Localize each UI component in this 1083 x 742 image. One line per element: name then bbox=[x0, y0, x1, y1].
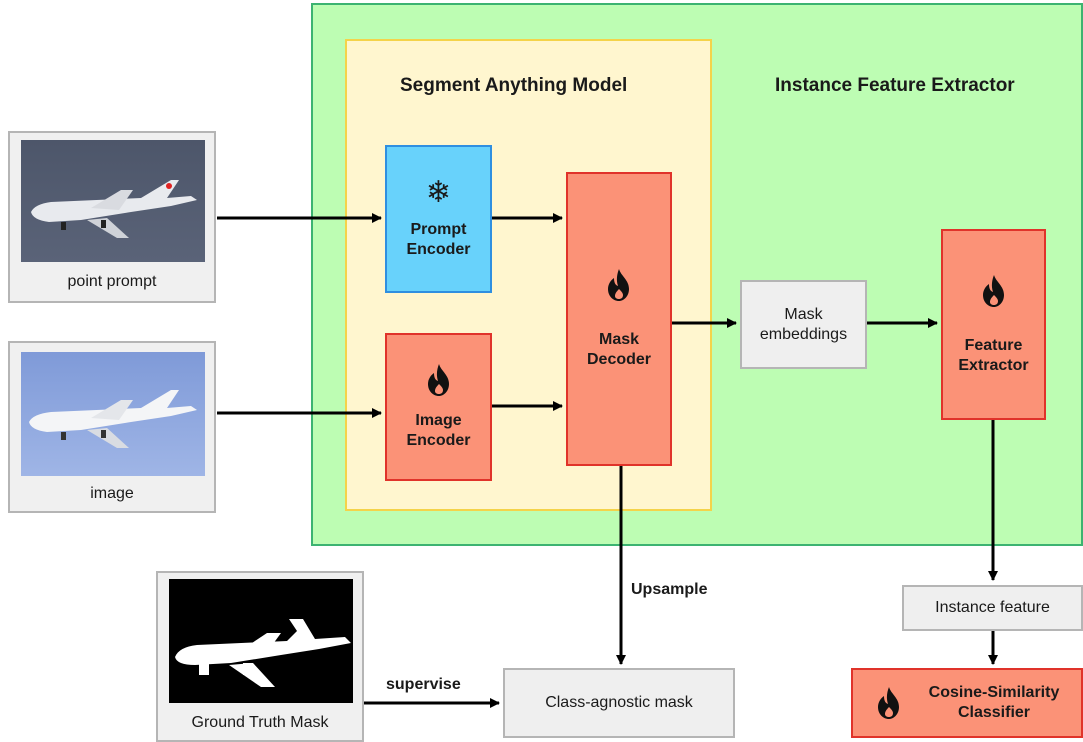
ground-truth-mask-label: Ground Truth Mask bbox=[191, 714, 329, 731]
point-prompt-card: point prompt bbox=[8, 131, 216, 303]
cosine-similarity-classifier-box: Cosine-Similarity Classifier bbox=[851, 668, 1083, 738]
fire-icon bbox=[605, 268, 633, 302]
cosine-classifier-line1: Cosine-Similarity bbox=[928, 684, 1060, 701]
upsample-label: Upsample bbox=[631, 581, 708, 598]
cosine-classifier-line2: Classifier bbox=[957, 704, 1031, 721]
image-encoder-box: Image Encoder bbox=[385, 333, 492, 481]
mask-embeddings-box: Mask embeddings bbox=[740, 280, 867, 369]
fire-icon bbox=[980, 274, 1008, 308]
fire-icon bbox=[425, 363, 453, 397]
airplane-silhouette-icon bbox=[175, 619, 351, 687]
feature-extractor-line2: Extractor bbox=[958, 356, 1029, 374]
feature-extractor-line1: Feature bbox=[964, 336, 1023, 354]
mask-decoder-line1: Mask bbox=[598, 331, 640, 348]
ground-truth-mask-card: Ground Truth Mask bbox=[156, 571, 364, 742]
cosine-similarity-classifier-text: Cosine-Similarity Classifier bbox=[929, 683, 1060, 723]
point-prompt-photo bbox=[21, 140, 205, 262]
snowflake-icon: ❄ bbox=[425, 176, 452, 209]
image-label: image bbox=[90, 485, 134, 502]
ground-truth-mask-photo bbox=[169, 579, 353, 703]
instance-feature-extractor-title: Instance Feature Extractor bbox=[775, 75, 1015, 96]
feature-extractor-box: Feature Extractor bbox=[941, 229, 1046, 420]
mask-embeddings-line2: embeddings bbox=[759, 325, 848, 343]
image-photo bbox=[21, 352, 205, 476]
image-encoder-line2: Encoder bbox=[406, 432, 471, 449]
class-agnostic-mask-label: Class-agnostic mask bbox=[545, 694, 693, 711]
supervise-label: supervise bbox=[386, 676, 461, 693]
instance-feature-box: Instance feature bbox=[902, 585, 1083, 631]
prompt-encoder-line1: Prompt bbox=[410, 221, 467, 238]
instance-feature-label: Instance feature bbox=[935, 599, 1050, 616]
fire-icon bbox=[875, 686, 903, 720]
segment-anything-model-title: Segment Anything Model bbox=[400, 75, 628, 96]
mask-decoder-line2: Decoder bbox=[586, 351, 652, 368]
image-card: image bbox=[8, 341, 216, 513]
prompt-encoder-box: ❄ Prompt Encoder bbox=[385, 145, 492, 293]
airplane-icon bbox=[31, 180, 197, 238]
class-agnostic-mask-box: Class-agnostic mask bbox=[503, 668, 735, 738]
prompt-encoder-line2: Encoder bbox=[406, 241, 471, 258]
point-prompt-label: point prompt bbox=[67, 273, 157, 290]
mask-decoder-box: Mask Decoder bbox=[566, 172, 672, 466]
image-encoder-line1: Image bbox=[415, 412, 462, 429]
mask-embeddings-line1: Mask bbox=[784, 305, 823, 323]
airplane-icon bbox=[29, 390, 197, 448]
